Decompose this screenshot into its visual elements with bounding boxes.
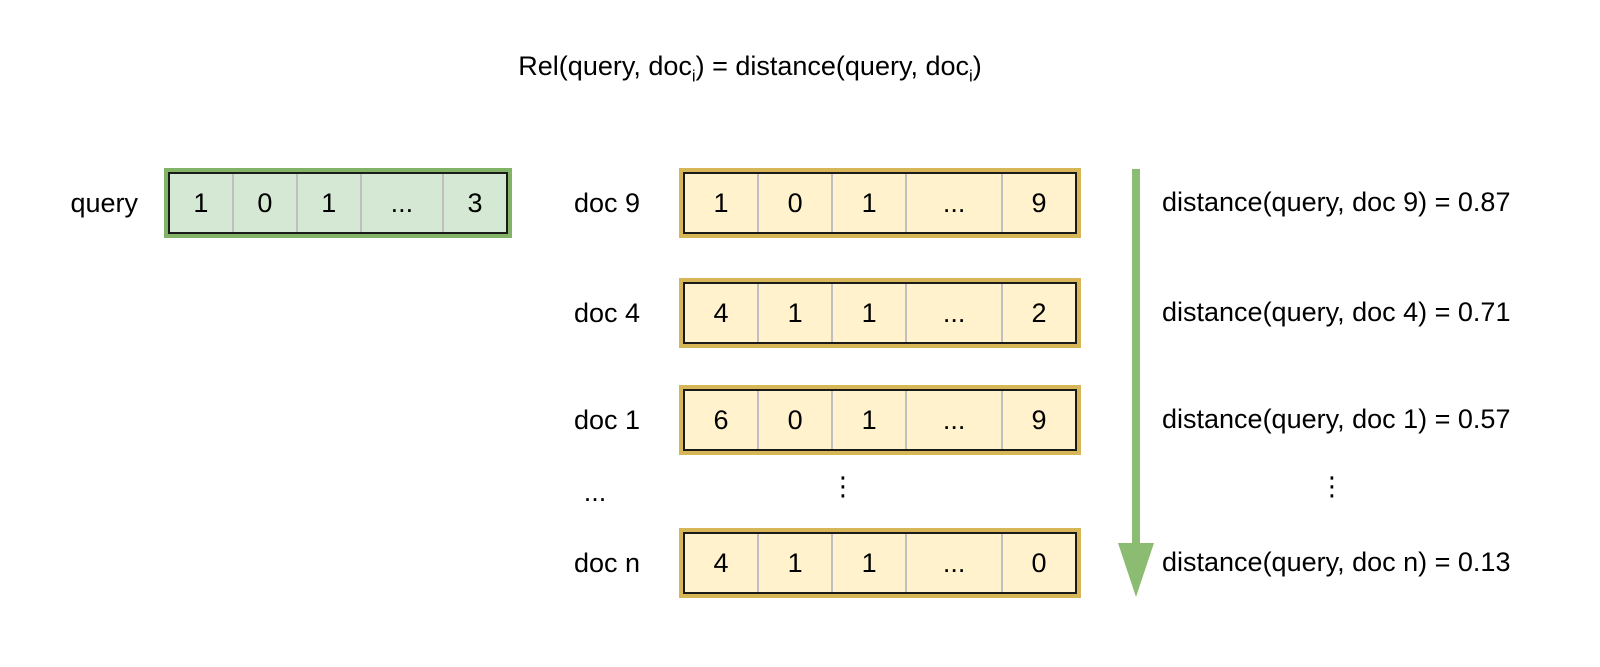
query-vector: 1 0 1 ... 3 — [168, 172, 508, 234]
query-vector-cell-ellipsis: ... — [359, 174, 442, 232]
doc-vector-cell: 9 — [1000, 174, 1075, 232]
relevance-formula: Rel(query, doci) = distance(query, doci) — [0, 50, 1500, 92]
doc-vector-cell: 2 — [1000, 284, 1075, 342]
distance-label: distance(query, doc 4) = 0.71 — [1162, 297, 1511, 327]
doc-vector-cell: 1 — [831, 391, 905, 449]
doc-vector-cell: 1 — [831, 534, 905, 592]
doc-vector: 4 1 1 ... 0 — [683, 532, 1077, 594]
doc-vector-cell: 1 — [831, 284, 905, 342]
distance-label: distance(query, doc 1) = 0.57 — [1162, 404, 1511, 434]
doc-vector-cell: 1 — [831, 174, 905, 232]
doc-vector-cell: 0 — [757, 391, 831, 449]
formula-text: Rel(query, doc — [518, 51, 692, 81]
doc-vector-cell: 4 — [713, 297, 729, 328]
doc-vector-cell-ellipsis: ... — [905, 534, 1001, 592]
query-vector-cell: 1 — [295, 174, 360, 232]
doc-vector-cell: 9 — [1000, 391, 1075, 449]
doc-vector-cell: 1 — [757, 534, 831, 592]
down-arrow-shaft — [1132, 169, 1140, 547]
distance-label: distance(query, doc 9) = 0.87 — [1162, 187, 1511, 217]
doc-vector-cell: 4 — [713, 547, 729, 578]
doc-vector: 4 1 1 ... 2 — [683, 282, 1077, 344]
doc-vector-cell: 1 — [713, 187, 729, 218]
doc-vector-cell-ellipsis: ... — [905, 284, 1001, 342]
formula-text: ) = distance(query, doc — [695, 51, 969, 81]
doc-vector-cell: 0 — [1000, 534, 1075, 592]
doc-vector-cell: 1 — [757, 284, 831, 342]
formula-text: ) — [972, 51, 982, 81]
distance-label: distance(query, doc n) = 0.13 — [1162, 547, 1511, 577]
doc-vector-cell: 6 — [713, 404, 729, 435]
doc-vector-cell-ellipsis: ... — [905, 174, 1001, 232]
doc-label: doc 4 — [573, 298, 640, 328]
query-vector-cell: 1 — [193, 187, 209, 218]
query-vector-cell: 3 — [442, 174, 506, 232]
doc-label: doc 1 — [573, 405, 640, 435]
doc-vector: 1 0 1 ... 9 — [683, 172, 1077, 234]
down-arrow-head — [1118, 543, 1154, 597]
doc-vector-cell-ellipsis: ... — [905, 391, 1001, 449]
formula-subscript: i — [968, 66, 973, 86]
doc-label: doc 9 — [573, 188, 640, 218]
distances-ellipsis: ⋮ — [1319, 471, 1345, 501]
query-label: query — [70, 188, 138, 218]
doc-label: doc n — [573, 548, 640, 578]
vectors-ellipsis: ⋮ — [830, 471, 856, 501]
down-arrow-icon — [1118, 169, 1154, 597]
query-vector-cell: 0 — [231, 174, 296, 232]
docs-ellipsis-label: ... — [583, 477, 607, 507]
doc-vector-cell: 0 — [757, 174, 831, 232]
doc-vector: 6 0 1 ... 9 — [683, 389, 1077, 451]
formula-subscript: i — [691, 66, 696, 86]
